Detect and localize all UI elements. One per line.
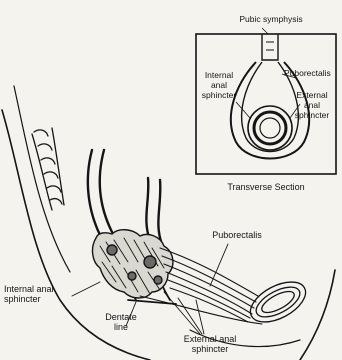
inset-internal-sphincter — [254, 112, 286, 144]
inset-caption: Transverse Section — [210, 182, 322, 192]
body-outline-right — [300, 270, 335, 360]
label-line: anal — [290, 100, 334, 110]
inset-pubic-symphysis — [262, 34, 278, 60]
label-line: anal — [198, 80, 240, 90]
label-puborectalis-text: Puborectalis — [202, 230, 272, 240]
label-internal-anal-sphincter: Internal anal sphincter — [4, 284, 76, 304]
label-pubic-symphysis: Pubic symphysis — [226, 14, 316, 24]
label-line: sphincter — [4, 294, 76, 304]
label-line: Internal — [198, 70, 240, 80]
label-inset-external-anal-sphincter: External anal sphincter — [290, 90, 334, 120]
label-line: line — [96, 322, 146, 332]
label-line: sphincter — [290, 110, 334, 120]
label-inset-internal-anal-sphincter: Internal anal sphincter — [198, 70, 240, 100]
pubic-bone — [244, 274, 312, 330]
label-line: External anal — [172, 334, 248, 344]
label-inset-puborectalis: Puborectalis — [284, 68, 340, 78]
label-dentate-line: Dentate line — [96, 312, 146, 332]
label-line: sphincter — [198, 90, 240, 100]
label-line: External — [290, 90, 334, 100]
label-line: sphincter — [172, 344, 248, 354]
body-outline-inner — [14, 86, 70, 272]
coccyx — [32, 128, 64, 210]
label-pubic-symphysis-text: Pubic symphysis — [226, 14, 316, 24]
inset-caption-text: Transverse Section — [210, 182, 322, 192]
label-inset-puborectalis-text: Puborectalis — [284, 68, 340, 78]
label-line: Internal anal — [4, 284, 76, 294]
label-puborectalis: Puborectalis — [202, 230, 272, 240]
label-line: Dentate — [96, 312, 146, 322]
sphincter-mass — [93, 230, 173, 298]
label-external-anal-sphincter: External anal sphincter — [172, 334, 248, 354]
